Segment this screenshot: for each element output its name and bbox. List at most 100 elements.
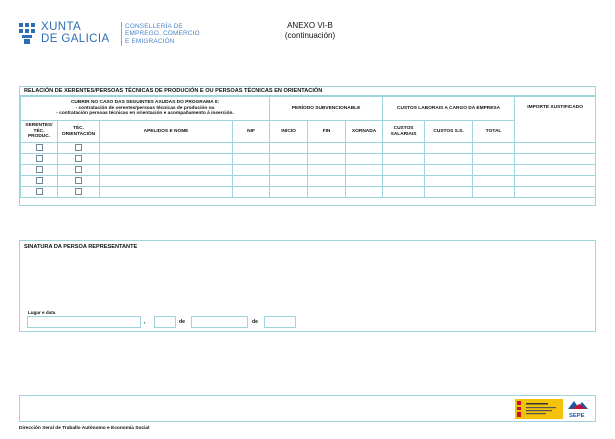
xerentes-checkbox[interactable] (35, 188, 43, 196)
table-cell[interactable] (472, 153, 516, 165)
table-cell[interactable] (345, 153, 384, 165)
table-cell[interactable] (231, 142, 271, 154)
table-row (20, 153, 597, 165)
table-cell[interactable] (382, 153, 426, 165)
orientacion-checkbox[interactable] (75, 155, 82, 163)
orientacion-checkbox-cell[interactable] (57, 186, 100, 198)
table-cell[interactable] (269, 153, 309, 165)
annex-subtitle: (continuación) (284, 31, 336, 40)
table-cell[interactable] (345, 175, 384, 187)
table-cell[interactable] (424, 153, 474, 165)
table-cell[interactable] (231, 164, 271, 176)
xunta-logo: XUNTA DE GALICIA CONSELLERÍA DE EMPREGO,… (19, 20, 200, 50)
spanish-government-logo-icon (515, 399, 563, 419)
relation-table: CUBRIR NO CASO DAS SEGUINTES AXUDAS DO P… (19, 96, 597, 198)
xerentes-checkbox-cell[interactable] (20, 175, 58, 187)
footer-logos-box: SEPE (19, 395, 596, 422)
logo-name-line2: DE GALICIA (41, 33, 110, 45)
place-date-label: Lugar e data (28, 310, 56, 315)
table-cell[interactable] (99, 142, 233, 154)
orientacion-checkbox-cell[interactable] (57, 153, 100, 165)
logo-dept-line1: CONSELLERÍA DE (125, 23, 183, 30)
programme-group-header: CUBRIR NO CASO DAS SEGUINTES AXUDAS DO P… (19, 96, 271, 121)
table-cell[interactable] (514, 175, 597, 187)
table-cell[interactable] (514, 164, 597, 176)
year-field[interactable] (264, 316, 296, 328)
table-cell[interactable] (472, 164, 516, 176)
table-cell[interactable] (269, 142, 309, 154)
col-nif: NIF (231, 120, 271, 143)
table-row (20, 164, 597, 176)
table-cell[interactable] (307, 153, 347, 165)
xunta-emblem-icon (19, 23, 35, 44)
table-cell[interactable] (99, 153, 233, 165)
place-field[interactable] (27, 316, 141, 328)
xerentes-checkbox[interactable] (35, 155, 43, 163)
table-cell[interactable] (307, 175, 347, 187)
logo-dept-line2: EMPREGO, COMERCIO (125, 30, 200, 38)
xerentes-checkbox-cell[interactable] (20, 142, 58, 154)
table-cell[interactable] (231, 153, 271, 165)
xerentes-checkbox[interactable] (35, 144, 43, 152)
table-cell[interactable] (424, 186, 474, 198)
table-cell[interactable] (307, 164, 347, 176)
table-cell[interactable] (382, 164, 426, 176)
table-cell[interactable] (99, 164, 233, 176)
table-cell[interactable] (231, 175, 271, 187)
table-cell[interactable] (424, 175, 474, 187)
xerentes-checkbox-cell[interactable] (20, 153, 58, 165)
orientacion-checkbox-cell[interactable] (57, 164, 100, 176)
table-row (20, 175, 597, 187)
relation-section-title: RELACIÓN DE XERENTES/PERSOAS TÉCNICAS DE… (20, 87, 595, 96)
table-cell[interactable] (472, 175, 516, 187)
xerentes-checkbox[interactable] (35, 177, 43, 185)
table-cell[interactable] (269, 186, 309, 198)
table-cell[interactable] (269, 164, 309, 176)
footer-directorate-text: Dirección Xeral de Traballo Autónomo e E… (19, 426, 150, 431)
table-cell[interactable] (424, 164, 474, 176)
signature-section-title: SINATURA DA PERSOA REPRESENTANTE (24, 244, 138, 250)
table-cell[interactable] (382, 175, 426, 187)
orientacion-checkbox-cell[interactable] (57, 142, 100, 154)
orientacion-checkbox[interactable] (75, 144, 82, 152)
table-cell[interactable] (345, 142, 384, 154)
comma-separator: , (144, 319, 146, 325)
xerentes-checkbox-cell[interactable] (20, 164, 58, 176)
month-field[interactable] (191, 316, 248, 328)
table-cell[interactable] (307, 186, 347, 198)
table-cell[interactable] (307, 142, 347, 154)
table-cell[interactable] (99, 175, 233, 187)
logo-dept-line3: E EMIGRACIÓN (125, 37, 175, 45)
sepe-label: SEPE (569, 413, 585, 419)
orientacion-checkbox[interactable] (75, 188, 82, 196)
table-cell[interactable] (231, 186, 271, 198)
relation-table-body (20, 142, 597, 198)
xerentes-checkbox[interactable] (35, 166, 43, 174)
xerentes-checkbox-cell[interactable] (20, 186, 58, 198)
table-cell[interactable] (424, 142, 474, 154)
table-cell[interactable] (472, 186, 516, 198)
de-separator-1: de (179, 319, 186, 325)
logo-name-line1: XUNTA (41, 21, 82, 33)
relation-section: RELACIÓN DE XERENTES/PERSOAS TÉCNICAS DE… (19, 86, 597, 206)
table-cell[interactable] (269, 175, 309, 187)
table-cell[interactable] (99, 186, 233, 198)
table-cell[interactable] (472, 142, 516, 154)
table-cell[interactable] (514, 186, 597, 198)
document-title: ANEXO VI-B (continuación) (250, 21, 370, 41)
orientacion-checkbox-cell[interactable] (57, 175, 100, 187)
annex-title: ANEXO VI-B (287, 21, 333, 30)
table-cell[interactable] (514, 153, 597, 165)
col-apelidos: APELIDOS E NOME (99, 120, 233, 143)
orientacion-checkbox[interactable] (75, 166, 82, 174)
orientacion-checkbox[interactable] (75, 177, 82, 185)
col-orientacion: TÉC. ORIENTACIÓN (57, 120, 100, 143)
table-cell[interactable] (514, 142, 597, 154)
sepe-logo: SEPE (566, 399, 592, 419)
table-cell[interactable] (382, 186, 426, 198)
table-cell[interactable] (345, 186, 384, 198)
importe-header: IMPORTE XUSTIFICADO (514, 96, 597, 143)
table-cell[interactable] (345, 164, 384, 176)
table-cell[interactable] (382, 142, 426, 154)
day-field[interactable] (154, 316, 176, 328)
